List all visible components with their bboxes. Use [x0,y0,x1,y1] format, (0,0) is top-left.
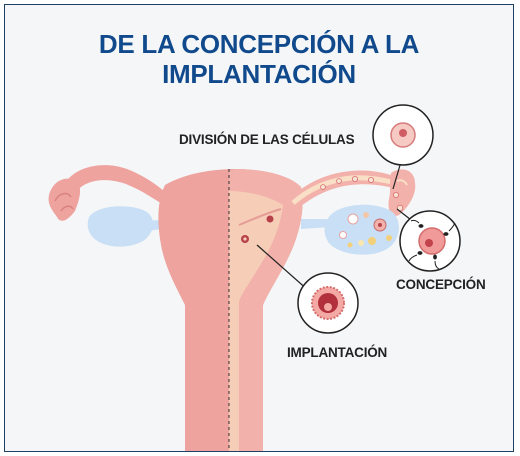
diagram-title: DE LA CONCEPCIÓN A LA IMPLANTACIÓN [5,29,513,89]
label-division: DIVISIÓN DE LAS CÉLULAS [179,132,355,147]
division-callout [372,104,434,190]
uterus [158,169,303,451]
left-fallopian-tube [48,165,175,221]
label-implantacion: IMPLANTACIÓN [287,345,388,360]
label-concepcion: CONCEPCIÓN [396,277,486,292]
implantacion-callout [256,244,359,334]
diagram-frame: DE LA CONCEPCIÓN A LA IMPLANTACIÓN [4,4,514,452]
right-ovary [301,204,399,255]
title-line-1: DE LA CONCEPCIÓN A LA [98,29,420,59]
reproductive-system-illustration [48,104,461,451]
title-line-2: IMPLANTACIÓN [162,59,356,89]
concepcion-callout [396,208,461,272]
